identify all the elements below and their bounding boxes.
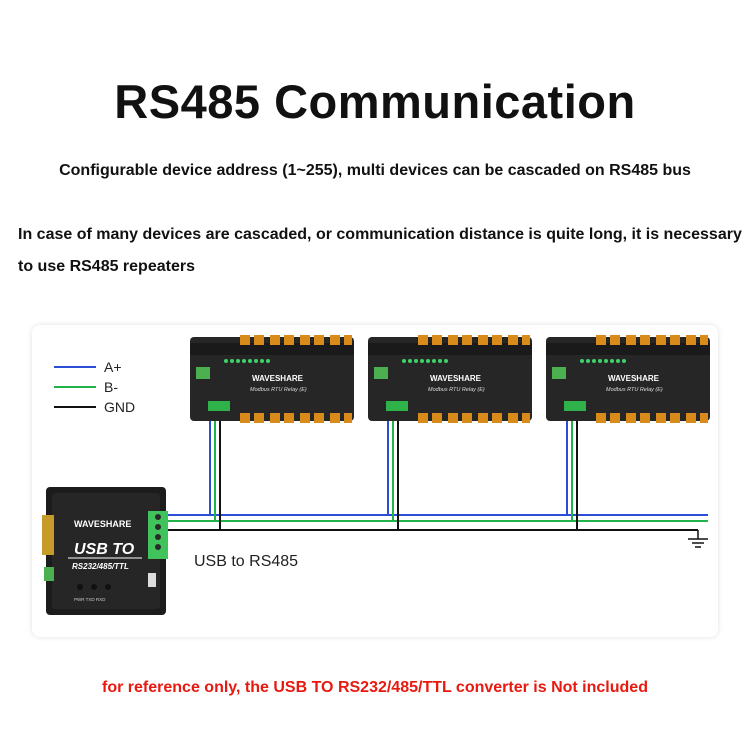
legend-label-b: B- xyxy=(104,379,118,395)
relay-brand-label: WAVESHARE xyxy=(252,374,304,383)
legend: A+ B- GND xyxy=(54,359,135,415)
relay-brand-label: WAVESHARE xyxy=(608,374,660,383)
relay-device-2: WAVESHARE Modbus RTU Relay (E) xyxy=(368,335,532,423)
relay-model-label: Modbus RTU Relay (E) xyxy=(606,387,663,393)
drop-wires xyxy=(209,421,578,530)
relay-model-label: Modbus RTU Relay (E) xyxy=(250,387,307,393)
subtitle-text: Configurable device address (1~255), mul… xyxy=(59,162,691,179)
converter-line1: USB TO xyxy=(74,541,135,558)
legend-label-gnd: GND xyxy=(104,399,135,415)
disclaimer-note: for reference only, the USB TO RS232/485… xyxy=(102,679,648,696)
description-paragraph: In case of many devices are cascaded, or… xyxy=(18,226,742,275)
relay-model-label: Modbus RTU Relay (E) xyxy=(428,387,485,393)
relay-device-3: WAVESHARE Modbus RTU Relay (E) xyxy=(546,335,710,423)
wiring-diagram-panel: A+ B- GND xyxy=(32,325,718,637)
converter-leds: PWR TXD RXD xyxy=(74,597,106,602)
relay-brand-label: WAVESHARE xyxy=(430,374,482,383)
wiring-diagram: A+ B- GND xyxy=(42,335,710,615)
ground-icon xyxy=(688,529,708,548)
relay-device-1: WAVESHARE Modbus RTU Relay (E) xyxy=(190,335,354,423)
converter-line2: RS232/485/TTL xyxy=(72,562,129,571)
converter-caption: USB to RS485 xyxy=(194,553,298,570)
usb-converter: WAVESHARE USB TO RS232/485/TTL PWR TXD R… xyxy=(42,487,168,615)
converter-brand: WAVESHARE xyxy=(74,519,131,529)
page-title: RS485 Communication xyxy=(114,75,636,128)
rs485-bus xyxy=(168,514,708,548)
legend-label-a: A+ xyxy=(104,359,122,375)
